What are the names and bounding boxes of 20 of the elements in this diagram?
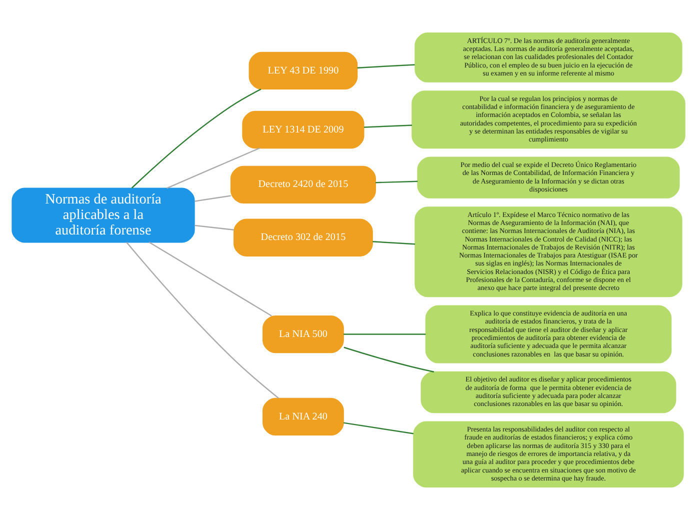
connector: [166, 148, 260, 189]
connector: [372, 241, 416, 245]
node-box: La NIA 240: [262, 398, 344, 436]
connector: [344, 346, 434, 372]
connector: [194, 195, 231, 202]
node-box: Decreto 2420 de 2015: [230, 166, 376, 204]
node-box: LEY 1314 DE 2009: [242, 110, 364, 149]
connector: [126, 242, 280, 399]
connector: [344, 422, 414, 434]
connector: [364, 124, 412, 128]
connector: [357, 64, 415, 68]
node-box: LEY 43 DE 1990: [248, 52, 358, 90]
connector: [148, 242, 272, 316]
node-box: Normas de auditoría aplicables a la auditoría forense: [12, 188, 195, 243]
connector: [344, 334, 426, 335]
connector: [194, 224, 234, 230]
node-box: Decreto 302 de 2015: [234, 218, 373, 256]
connector: [376, 180, 418, 184]
connector: [131, 88, 262, 188]
node-box: La NIA 500: [262, 315, 344, 354]
